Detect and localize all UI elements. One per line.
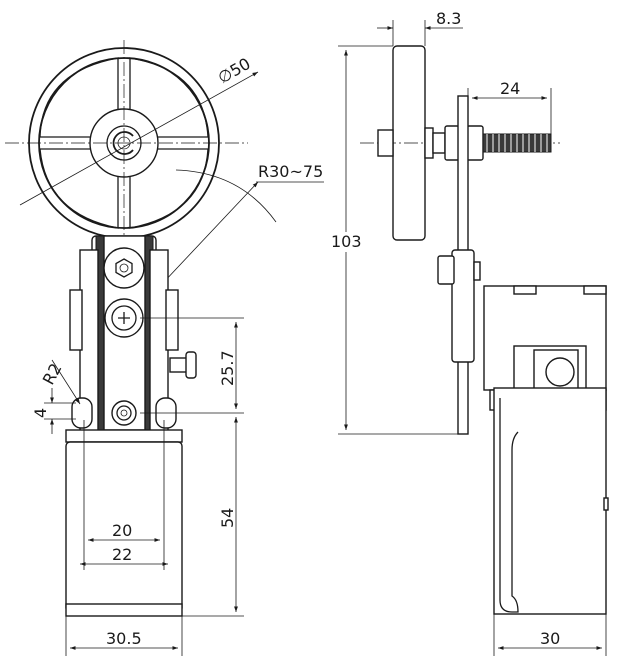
housing-top [65,249,197,443]
dim-arm-pitch: 25.7 [218,350,237,386]
dim-body-height: 54 [218,508,237,528]
dim-hole-spacing: 20 [112,521,132,540]
dim-slot-height: 4 [31,408,50,418]
side-view: 8.3 24 103 30 [330,9,609,656]
dim-overall-height: 103 [331,232,362,251]
dim-slot-width: 22 [112,545,132,564]
dim-thread-length: 24 [500,79,520,98]
dim-roller-width: 8.3 [436,9,461,28]
arm-radius-arc [175,169,277,223]
dim-arm-radius: R30~75 [258,162,323,181]
front-view: ∅50 R30~75 [5,40,324,656]
switch-head-side [483,285,607,411]
dim-front-width: 30.5 [106,629,142,648]
adjustable-arm [91,235,157,431]
dim-side-width: 30 [540,629,560,648]
shaft-assembly [377,125,552,161]
dim-roller-diameter: ∅50 [215,54,254,88]
diameter-leader [19,71,259,206]
switch-body-front [65,441,183,617]
arm-plate-side [437,95,481,435]
dim-corner-radius: R2 [39,360,66,388]
switch-body-side [493,387,609,615]
